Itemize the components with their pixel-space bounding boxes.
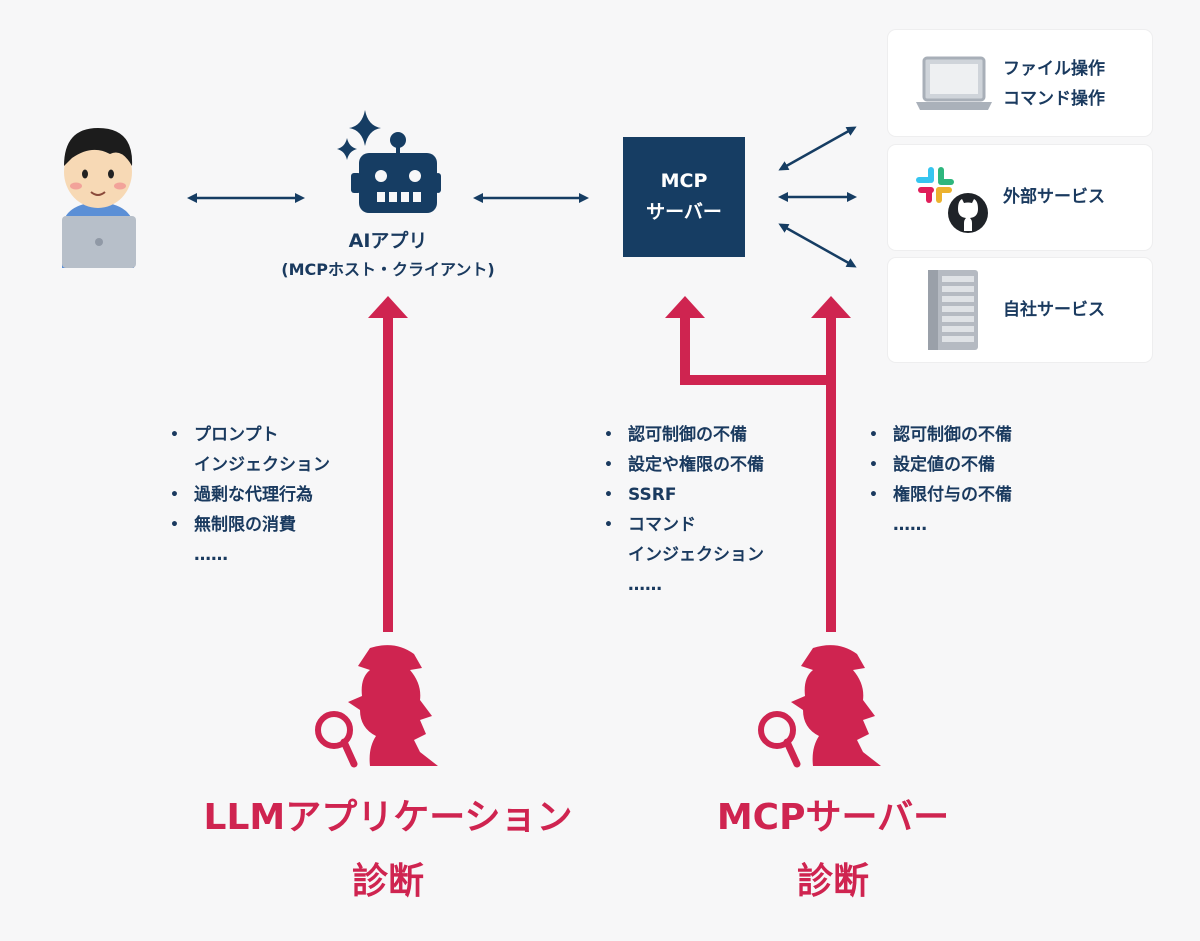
slack-icon xyxy=(916,167,954,203)
sparkle-icon xyxy=(349,110,381,146)
user-icon xyxy=(62,128,136,268)
list-item: 認可制御の不備 xyxy=(604,420,764,450)
robot-icon xyxy=(337,110,441,213)
arrowhead-mcp-right xyxy=(811,296,851,318)
card-file-operations: ファイル操作 コマンド操作 xyxy=(888,30,1152,136)
mcp-risk-list-left: 認可制御の不備 設定や権限の不備 SSRF コマンド インジェクション …… xyxy=(604,420,764,600)
card-internal-services: 自社サービス xyxy=(888,258,1152,362)
list-item: プロンプト xyxy=(170,420,330,450)
server-rack-icon xyxy=(928,270,978,350)
llm-diagnosis-title: LLMアプリケーション 診断 xyxy=(158,786,618,914)
mcp-diagnosis-title: MCPサーバー 診断 xyxy=(663,786,1003,914)
llm-diagnosis-line1: LLMアプリケーション xyxy=(203,797,573,838)
list-item: …… xyxy=(893,515,927,535)
arrowhead-llm xyxy=(368,296,408,318)
mcp-diagnosis-line2: 診断 xyxy=(796,861,869,902)
laptop-icon xyxy=(916,56,992,110)
mcp-server-line2: サーバー xyxy=(646,201,722,223)
list-item: 設定値の不備 xyxy=(869,450,1012,480)
detective-icon xyxy=(315,645,438,768)
crimson-arrows xyxy=(383,318,836,632)
list-item: SSRF xyxy=(604,480,764,510)
list-item: 過剰な代理行為 xyxy=(170,480,330,510)
card-file-line1: ファイル操作 xyxy=(1003,59,1105,79)
mcp-risk-list-right: 認可制御の不備 設定値の不備 権限付与の不備 …… xyxy=(869,420,1012,540)
navy-arrows xyxy=(187,126,857,268)
detective-icon xyxy=(758,645,881,768)
list-item: …… xyxy=(194,545,228,565)
github-icon xyxy=(948,193,988,233)
llm-risk-list: プロンプト インジェクション 過剰な代理行為 無制限の消費 …… xyxy=(170,420,330,570)
card-internal-label: 自社サービス xyxy=(1003,300,1105,320)
arrow-mcp-internal xyxy=(778,223,857,268)
mcp-server-box: MCP サーバー xyxy=(623,137,745,257)
list-item: 権限付与の不備 xyxy=(869,480,1012,510)
list-item: コマンド xyxy=(604,510,764,540)
card-external-services: 外部サービス xyxy=(888,145,1152,250)
magnifier-icon xyxy=(758,711,801,768)
arrowhead-mcp-left xyxy=(665,296,705,318)
list-item: …… xyxy=(628,575,662,595)
magnifier-icon xyxy=(315,711,358,768)
card-external-label: 外部サービス xyxy=(1003,187,1105,207)
ai-app-subtitle: (MCPホスト・クライアント) xyxy=(281,260,495,279)
list-item: 設定や権限の不備 xyxy=(604,450,764,480)
list-item: インジェクション xyxy=(628,545,764,565)
list-item: 認可制御の不備 xyxy=(869,420,1012,450)
card-file-line2: コマンド操作 xyxy=(1003,89,1105,109)
sparkle-icon xyxy=(337,138,357,160)
mcp-server-line1: MCP xyxy=(660,170,708,192)
arrow-mcp-diagnosis-branch xyxy=(680,318,831,385)
ai-app-title: AIアプリ xyxy=(348,230,428,252)
list-item: 無制限の消費 xyxy=(170,510,330,540)
arrow-mcp-file xyxy=(778,126,857,171)
mcp-diagnosis-line1: MCPサーバー xyxy=(716,797,950,838)
llm-diagnosis-line2: 診断 xyxy=(351,861,424,902)
list-item: インジェクション xyxy=(194,455,330,475)
